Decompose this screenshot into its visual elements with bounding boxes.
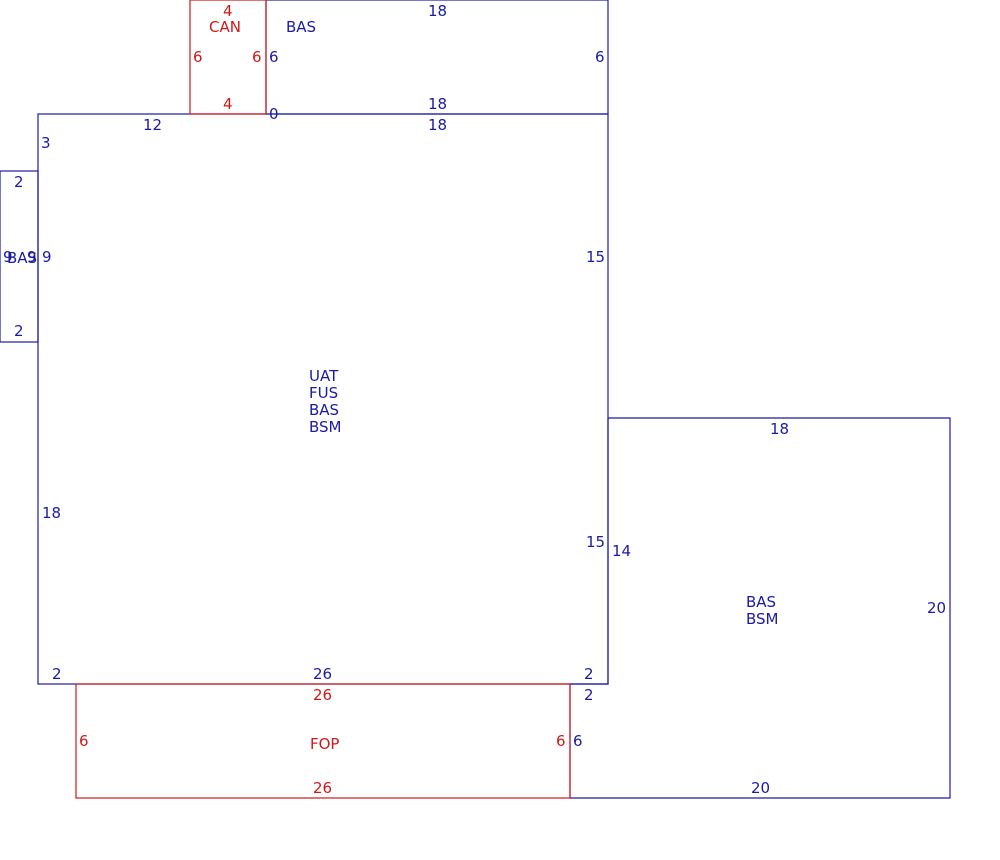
dimension-label: 20 — [927, 599, 946, 617]
dimension-label: 6 — [79, 732, 89, 750]
dimension-label: 18 — [770, 420, 789, 438]
dimension-label: 6 — [193, 48, 203, 66]
dimension-label: 2 — [14, 322, 24, 340]
area-code: UAT — [309, 367, 339, 385]
dimension-label: 18 — [428, 2, 447, 20]
dimension-label: 6 — [595, 48, 605, 66]
dimension-label: 2 — [52, 665, 62, 683]
main-area-codes: UAT FUS BAS BSM — [309, 367, 342, 436]
dimension-label: 2 — [584, 665, 594, 683]
dimension-label: 3 — [41, 134, 51, 152]
dimension-label: 4 — [223, 2, 233, 20]
dimension-label: 15 — [586, 248, 605, 266]
area-code: BAS — [309, 401, 339, 419]
area-code: BSM — [309, 418, 342, 436]
dimension-label: 9 — [42, 248, 52, 266]
dimension-label: 26 — [313, 665, 332, 683]
dimension-label: 0 — [269, 105, 279, 123]
dimension-label: 6 — [573, 732, 583, 750]
dimension-label: 26 — [313, 779, 332, 797]
dimension-label: 14 — [612, 542, 631, 560]
area-code: FOP — [310, 735, 339, 753]
dimension-label: 4 — [223, 95, 233, 113]
dimension-label: 2 — [14, 173, 24, 191]
dimension-label: 6 — [269, 48, 279, 66]
dimension-label: 12 — [143, 116, 162, 134]
dimension-label: 2 — [584, 686, 594, 704]
area-code: FUS — [309, 384, 338, 402]
dimension-label: 18 — [42, 504, 61, 522]
dimension-label: 18 — [428, 116, 447, 134]
dimension-label: 6 — [252, 48, 262, 66]
area-code: BAS — [7, 249, 37, 267]
area-code: BAS — [746, 593, 776, 611]
dimension-label: 26 — [313, 686, 332, 704]
dimension-label: 20 — [751, 779, 770, 797]
dimension-label: 9 — [27, 248, 37, 266]
dimension-label: 9 — [3, 248, 13, 266]
area-code: BSM — [746, 610, 779, 628]
dimension-label: 18 — [428, 95, 447, 113]
fop-outline — [75, 683, 571, 799]
can-outline — [189, 0, 267, 115]
area-code: BAS — [286, 18, 316, 36]
left-bas-outline — [0, 170, 39, 343]
dimension-label: 15 — [586, 533, 605, 551]
dimension-label: 6 — [556, 732, 566, 750]
area-code: CAN — [209, 18, 241, 36]
